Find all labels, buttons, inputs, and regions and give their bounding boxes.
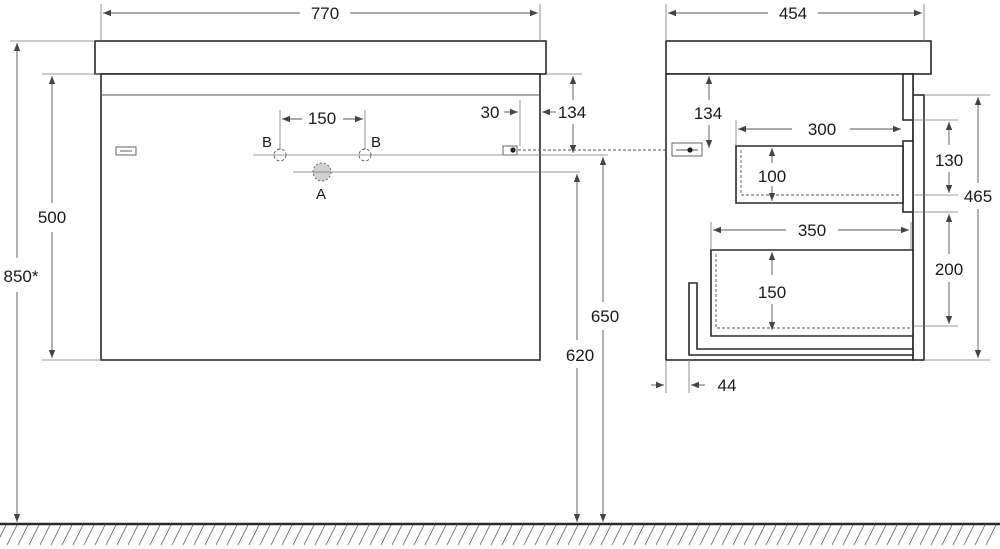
front-width-dim: 770 <box>311 4 339 23</box>
front-dimensions: 770 850* 500 150 30 134 650 <box>4 4 619 522</box>
side-view <box>665 40 932 361</box>
wall-gap-dim: 44 <box>718 376 737 395</box>
plinth-bracket <box>688 282 914 356</box>
side-mount-point <box>687 147 693 153</box>
hole-a-label: A <box>316 186 326 203</box>
lower-drawer-box <box>710 249 914 337</box>
side-depth-dim: 454 <box>779 4 807 23</box>
floor-to-center-hole-dim: 620 <box>566 346 594 365</box>
left-fitting-icon <box>115 146 137 156</box>
front-countertop <box>94 40 547 75</box>
floor-hatching <box>0 524 997 546</box>
hole-spacing-dim: 150 <box>308 109 336 128</box>
upper-drawer-front <box>902 140 914 213</box>
side-offset-dim: 30 <box>481 103 500 122</box>
lower-drawer-depth-dim: 350 <box>798 221 826 240</box>
floor-to-top-holes-dim: 650 <box>591 307 619 326</box>
upper-drawer-front-tab <box>902 73 914 121</box>
lower-drawer-inner-dim: 150 <box>758 283 786 302</box>
front-cabinet-body <box>100 73 541 361</box>
upper-drawer-front-dim: 130 <box>935 151 963 170</box>
total-height-dim: 850* <box>4 267 39 286</box>
side-height-dim: 465 <box>964 187 992 206</box>
front-hole-height-dim: 134 <box>558 103 586 122</box>
side-dimensions: 454 134 300 100 130 465 350 <box>651 4 992 395</box>
upper-drawer-depth-dim: 300 <box>808 120 836 139</box>
upper-drawer-inner-dim: 100 <box>758 167 786 186</box>
side-countertop <box>665 40 932 75</box>
side-fitting-icon <box>671 142 703 157</box>
hole-b-left-label: B <box>262 134 272 151</box>
front-view: B B A <box>94 40 690 361</box>
upper-drawer-box <box>735 145 904 204</box>
side-hole-height-dim: 134 <box>694 104 722 123</box>
floor <box>0 522 1000 546</box>
front-height-dim: 500 <box>38 208 66 227</box>
lower-drawer-front-dim: 200 <box>935 260 963 279</box>
hole-b-right-label: B <box>371 134 381 151</box>
side-front-panel <box>912 94 925 361</box>
